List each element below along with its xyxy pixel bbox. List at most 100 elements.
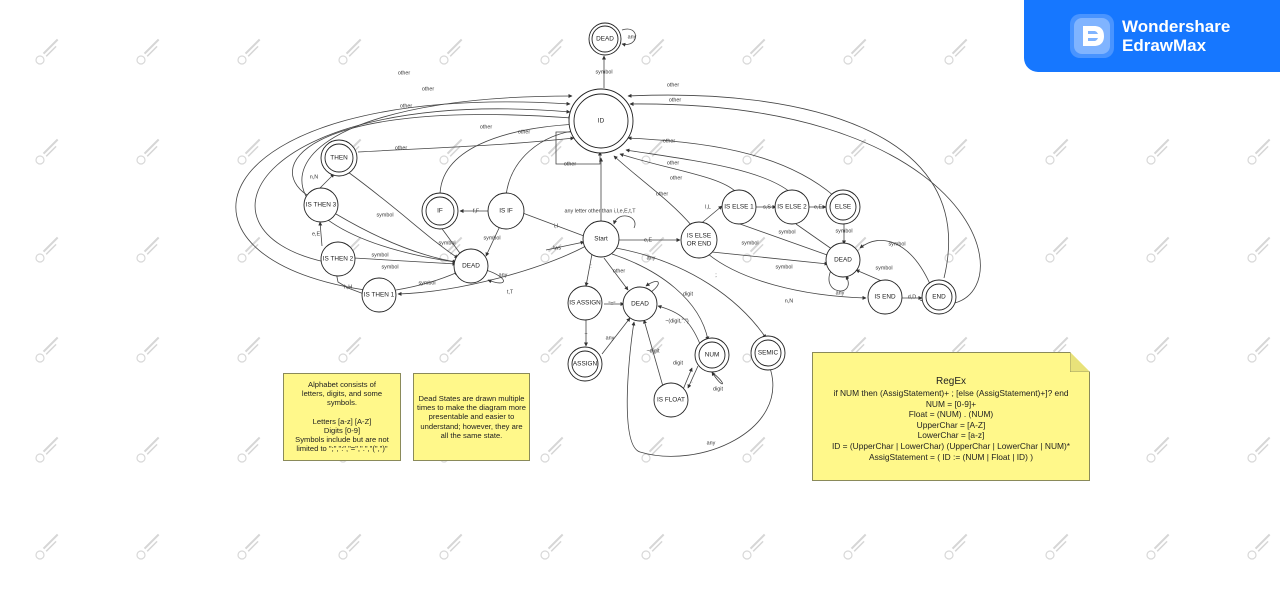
edge-label-symbol-is-end: symbol xyxy=(875,265,892,271)
edge-assign-dead xyxy=(601,317,631,355)
watermark-mark-icon xyxy=(237,436,261,463)
regex-line: AssigStatement = ( ID := (NUM | Float | … xyxy=(869,451,1033,462)
label-semic: SEMIC xyxy=(758,350,779,357)
edge-is-then-2-id xyxy=(254,108,571,263)
label-is-else-or-end-1: IS ELSE xyxy=(687,233,711,240)
watermark-mark-icon xyxy=(843,38,867,65)
edrawmax-logo-icon xyxy=(1070,14,1114,58)
edge-start-is-then-1 xyxy=(397,245,587,296)
state-is-else-or-end xyxy=(680,221,718,259)
edge-label-other-is-if: other xyxy=(518,129,530,135)
watermark-mark-icon xyxy=(944,533,968,560)
edge-label-colon-start: : xyxy=(590,263,592,269)
state-id xyxy=(568,88,634,154)
watermark-mark-icon xyxy=(944,236,968,263)
edge-label-any-dead-mid: any xyxy=(647,255,656,261)
edge-start-is-assign xyxy=(584,253,593,287)
note-alphabet-line: letters, digits, and some xyxy=(301,389,383,399)
watermark-mark-icon xyxy=(136,236,160,263)
watermark-mark-icon xyxy=(35,436,59,463)
edge-label-digit-float: digit xyxy=(673,360,683,366)
watermark-mark-icon xyxy=(35,38,59,65)
note-alphabet-line: Digits [0-9] xyxy=(323,426,361,436)
edge-start-semic xyxy=(615,247,767,339)
edge-start-ws xyxy=(545,240,585,251)
edge-is-then-1-id xyxy=(235,101,571,294)
label-else: ELSE xyxy=(835,204,851,211)
watermark-mark-icon xyxy=(843,138,867,165)
transition-edges xyxy=(235,28,981,457)
label-if: IF xyxy=(437,208,443,215)
label-dead-right: DEAD xyxy=(834,257,852,264)
note-dead-states: Dead States are drawn multiple times to … xyxy=(413,373,530,461)
brand-name: Wondershare EdrawMax xyxy=(1122,17,1230,55)
watermark-mark-icon xyxy=(742,436,766,463)
regex-line: Float = (NUM) . (NUM) xyxy=(908,409,994,420)
watermark-mark-icon xyxy=(35,236,59,263)
note-alphabet-line: limited to ";",":","=",".","(",")" xyxy=(296,444,388,454)
edge-label-any-dead-left: any xyxy=(499,272,508,278)
edge-label-not-digit: ~digit xyxy=(646,348,660,354)
regex-title: RegEx xyxy=(935,376,966,387)
edge-label-s-S: s,S xyxy=(763,204,771,210)
note-alphabet-line: Alphabet consists of xyxy=(308,380,376,389)
edge-then-dead xyxy=(347,171,459,259)
edge-start-dead-mid xyxy=(603,257,629,291)
state-is-assign xyxy=(567,285,603,321)
edge-if-dead xyxy=(439,225,463,257)
watermark-mark-icon xyxy=(641,336,665,363)
edge-num-float xyxy=(687,365,699,389)
edge-label-not-digit-dot: ~(digit,".") xyxy=(665,318,689,324)
edrawmax-brand-badge[interactable]: Wondershare EdrawMax xyxy=(1024,0,1280,72)
note-dead-states-line: presentable and easier to xyxy=(428,412,515,422)
watermark-mark-icon xyxy=(136,38,160,65)
edge-is-if-dead xyxy=(485,225,501,257)
label-is-if: IS IF xyxy=(499,208,513,215)
label-id: ID xyxy=(598,118,605,125)
watermark-mark-icon xyxy=(237,236,261,263)
state-start xyxy=(582,220,620,258)
watermark-mark-icon xyxy=(742,533,766,560)
watermark-mark-icon xyxy=(742,138,766,165)
edge-else-id xyxy=(627,136,835,197)
state-dead-left xyxy=(453,248,489,284)
edge-is-then-2-dead xyxy=(353,257,457,266)
watermark-mark-icon xyxy=(1045,533,1069,560)
label-dead-left: DEAD xyxy=(462,263,480,270)
watermark-mark-icon xyxy=(944,38,968,65)
watermark-mark-icon xyxy=(439,138,463,165)
label-is-then-1: IS THEN 1 xyxy=(364,292,395,299)
watermark-mark-icon xyxy=(1045,236,1069,263)
edge-label-symbol-end: symbol xyxy=(888,241,905,247)
label-is-assign: IS ASSIGN xyxy=(569,300,601,307)
watermark-mark-icon xyxy=(1146,138,1170,165)
note-dead-states-line: times to make the diagram more xyxy=(417,403,526,413)
watermark-mark-icon xyxy=(338,38,362,65)
state-dead-mid xyxy=(622,286,658,322)
state-is-if xyxy=(487,192,525,230)
edge-is-then-2-3 xyxy=(318,221,323,247)
label-is-float: IS FLOAT xyxy=(657,397,685,404)
edge-dead-top-self xyxy=(621,28,636,47)
edge-label-letter-rule: any letter other than i,I,e,E,t,T xyxy=(564,208,636,214)
edge-label-any-dead-top: any xyxy=(628,34,637,40)
watermark-mark-icon xyxy=(641,38,665,65)
state-is-then-3 xyxy=(303,187,339,223)
watermark-mark-icon xyxy=(136,336,160,363)
edge-label-any-semic: any xyxy=(707,440,716,446)
watermark-mark-icon xyxy=(742,38,766,65)
watermark-mark-icon xyxy=(540,138,564,165)
state-else xyxy=(825,189,861,225)
state-is-else-1 xyxy=(721,189,757,225)
note-fold-corner xyxy=(1070,352,1090,372)
edge-start-self xyxy=(613,215,636,229)
edge-is-then-1-dead xyxy=(395,271,459,291)
watermark-mark-icon xyxy=(1045,138,1069,165)
watermark-mark-icon xyxy=(439,533,463,560)
edge-start-num xyxy=(611,253,710,341)
regex-line: NUM = [0-9]+ xyxy=(925,398,977,409)
watermark-mark-icon xyxy=(237,336,261,363)
note-alphabet-line: Symbols include but are not xyxy=(295,435,389,445)
edge-label-other-else: other xyxy=(663,138,675,144)
edge-is-else-1-dead xyxy=(739,223,831,257)
